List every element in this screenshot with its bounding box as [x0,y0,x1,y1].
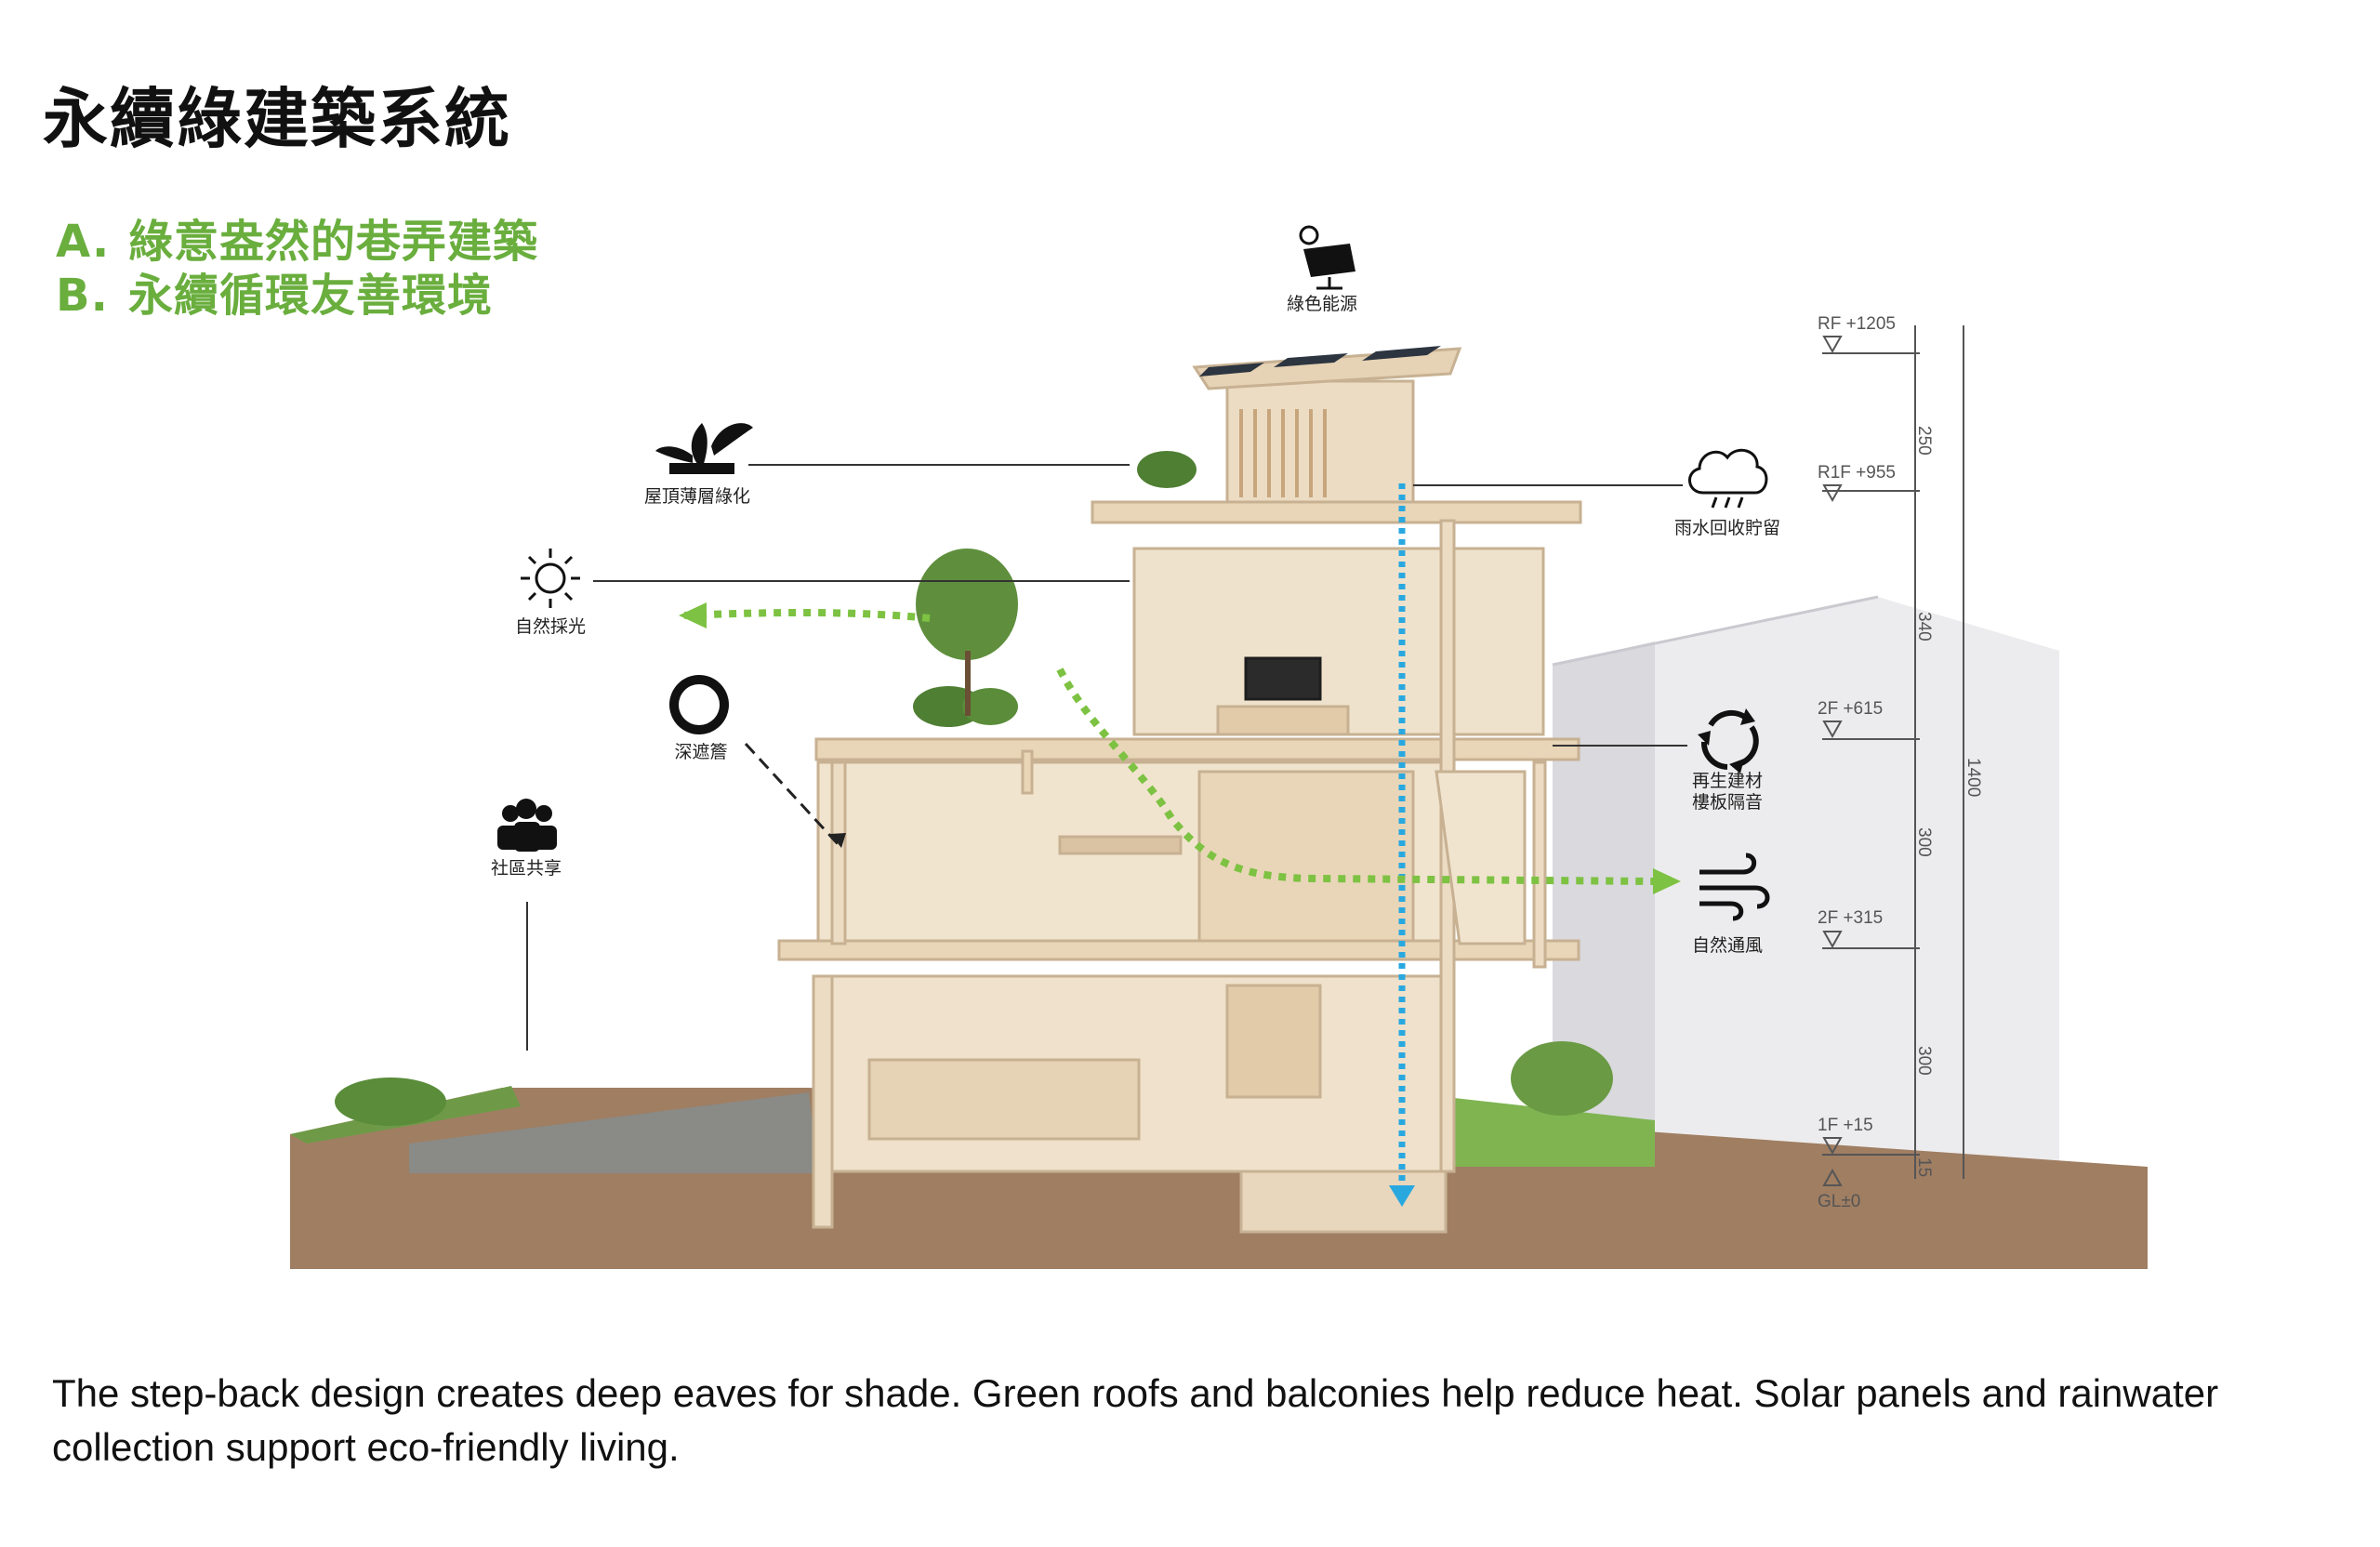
level-2f-615: 2F +615 [1818,699,1883,719]
subtitle-b: B. 永續循環友善環境 [56,258,493,324]
label-daylight: 自然採光 [515,616,586,637]
level-gl: GL±0 [1818,1192,1860,1211]
solar-energy-icon [1299,225,1355,290]
label-recycled-2: 樓板隔音 [1692,792,1763,813]
wind-icon [1699,853,1770,921]
label-rainwater: 雨水回收貯留 [1674,518,1780,538]
ground [290,1086,2148,1269]
level-r1f: R1F +955 [1818,463,1896,483]
level-rf: RF +1205 [1818,314,1896,334]
label-community: 社區共享 [491,858,562,879]
solar-panels [1199,346,1441,377]
community-icon [497,799,557,852]
label-solar: 綠色能源 [1287,294,1357,314]
subtitle-b-text: 永續循環友善環境 [128,270,494,322]
recycle-icon [1701,709,1759,770]
label-ventilation: 自然通風 [1692,935,1763,956]
eave-shade-arrow [830,833,846,848]
level-2f-315: 2F +315 [1818,908,1883,928]
dim-340: 340 [1914,612,1934,641]
label-deep-eave: 深遮簷 [674,742,727,762]
page-title: 永續綠建築系統 [43,81,511,157]
deep-eave-icon [669,675,729,734]
house-section [777,347,1582,1229]
sprout-icon [655,423,753,474]
subtitle-a: A. 綠意盎然的巷弄建築 [56,205,538,270]
label-roof-green: 屋頂薄層綠化 [644,486,750,507]
neighbor-building [1552,595,2059,1167]
dim-300-lower: 300 [1914,1046,1934,1076]
level-1f: 1F +15 [1818,1116,1873,1135]
subtitle-a-letter: A. [56,216,111,268]
subtitle-a-text: 綠意盎然的巷弄建築 [128,216,539,268]
ventilation-path [1056,668,1656,885]
rain-cloud-icon [1688,448,1768,509]
daylight-arrow [679,602,707,628]
leader-lines [526,464,1687,1051]
rainwater-arrow [1389,1185,1415,1207]
elevation-markers [1822,325,1964,1186]
dim-300-upper: 300 [1914,827,1934,857]
ventilation-arrow [1653,868,1681,894]
dim-250: 250 [1914,426,1934,456]
eave-shade-line [744,742,843,850]
dim-15: 15 [1914,1157,1934,1177]
subtitle-b-letter: B. [56,270,109,322]
daylight-path [682,608,931,622]
label-recycled-1: 再生建材 [1692,771,1763,791]
dim-1400: 1400 [1964,758,1983,797]
caption: The step-back design creates deep eaves … [52,1371,2219,1469]
sun-icon [521,549,580,608]
recycle-arrowheads [1698,708,1755,774]
